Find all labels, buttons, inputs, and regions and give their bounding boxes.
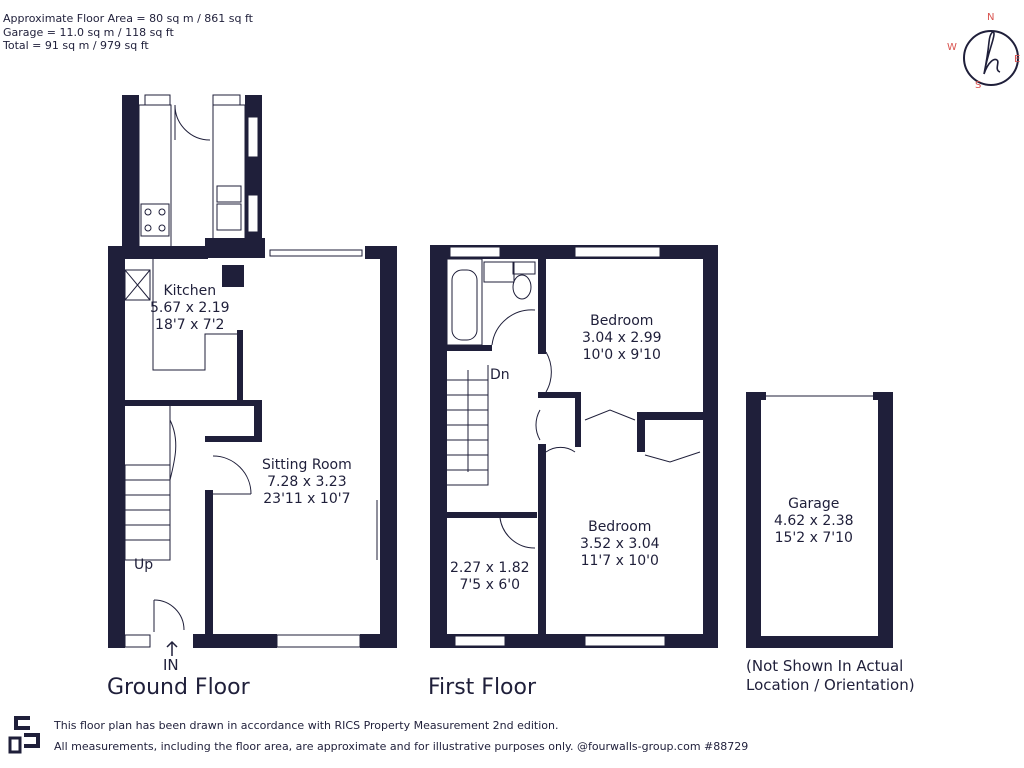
bedroom1-imperial: 10'0 x 9'10 <box>582 347 661 363</box>
garage-imperial: 15'2 x 7'10 <box>774 530 853 546</box>
bedroom1-label: Bedroom 3.04 x 2.99 10'0 x 9'10 <box>582 313 662 364</box>
ground-floor-windows <box>124 94 363 648</box>
bedroom2-label: Bedroom 3.52 x 3.04 11'7 x 10'0 <box>580 519 660 570</box>
compass-south: S <box>975 80 982 91</box>
compass-logo-icon <box>963 30 1019 86</box>
bedroom3-label: 2.27 x 1.82 7'5 x 6'0 <box>450 560 530 594</box>
entrance-arrow-icon <box>166 640 178 656</box>
first-floor-windows <box>449 246 666 647</box>
footer-line-2: All measurements, including the floor ar… <box>54 740 749 753</box>
bedroom1-metric: 3.04 x 2.99 <box>582 330 662 346</box>
garage-name: Garage <box>788 496 840 512</box>
first-floor-walls <box>430 245 718 648</box>
sitting-room-name: Sitting Room <box>262 457 352 473</box>
compass-north: N <box>987 12 995 23</box>
kitchen-fittings <box>124 104 378 632</box>
garage-note-line-2: Location / Orientation) <box>746 676 915 694</box>
sitting-room-imperial: 23'11 x 10'7 <box>263 491 351 507</box>
bedroom1-name: Bedroom <box>590 313 654 329</box>
kitchen-label: Kitchen 5.67 x 2.19 18'7 x 7'2 <box>150 283 230 334</box>
kitchen-name: Kitchen <box>163 283 217 299</box>
kitchen-metric: 5.67 x 2.19 <box>150 300 230 316</box>
stairs-up-label: Up <box>134 557 154 573</box>
bedroom3-metric: 2.27 x 1.82 <box>450 560 530 576</box>
first-floor-title: First Floor <box>428 675 537 700</box>
compass: N E S W <box>944 12 1024 92</box>
sitting-room-metric: 7.28 x 3.23 <box>267 474 347 490</box>
garage-note: (Not Shown In Actual Location / Orientat… <box>746 657 915 695</box>
garage-metric: 4.62 x 2.38 <box>774 513 854 529</box>
bedroom2-name: Bedroom <box>588 519 652 535</box>
garage-note-line-1: (Not Shown In Actual <box>746 657 904 675</box>
footer-line-1: This floor plan has been drawn in accord… <box>54 719 559 732</box>
bedroom3-imperial: 7'5 x 6'0 <box>459 577 521 593</box>
bedroom2-imperial: 11'7 x 10'0 <box>580 553 659 569</box>
footer-disclaimer: This floor plan has been drawn in accord… <box>54 715 748 757</box>
garage-walls <box>746 392 893 648</box>
area-summary: Approximate Floor Area = 80 sq m / 861 s… <box>3 12 253 53</box>
sitting-room-label: Sitting Room 7.28 x 3.23 23'11 x 10'7 <box>262 457 352 508</box>
stairs-down-label: Dn <box>490 367 510 383</box>
entrance-label: IN <box>163 656 179 674</box>
compass-west: W <box>947 42 957 53</box>
company-logo-icon <box>8 716 40 754</box>
compass-east: E <box>1014 54 1021 65</box>
bedroom2-metric: 3.52 x 3.04 <box>580 536 660 552</box>
total-area: Total = 91 sq m / 979 sq ft <box>3 39 149 52</box>
first-floor-fittings <box>446 258 701 549</box>
total-floor-area: Approximate Floor Area = 80 sq m / 861 s… <box>3 12 253 25</box>
garage-label: Garage 4.62 x 2.38 15'2 x 7'10 <box>774 496 854 547</box>
kitchen-imperial: 18'7 x 7'2 <box>155 317 225 333</box>
garage-area: Garage = 11.0 sq m / 118 sq ft <box>3 25 174 39</box>
ground-floor-title: Ground Floor <box>107 675 250 700</box>
